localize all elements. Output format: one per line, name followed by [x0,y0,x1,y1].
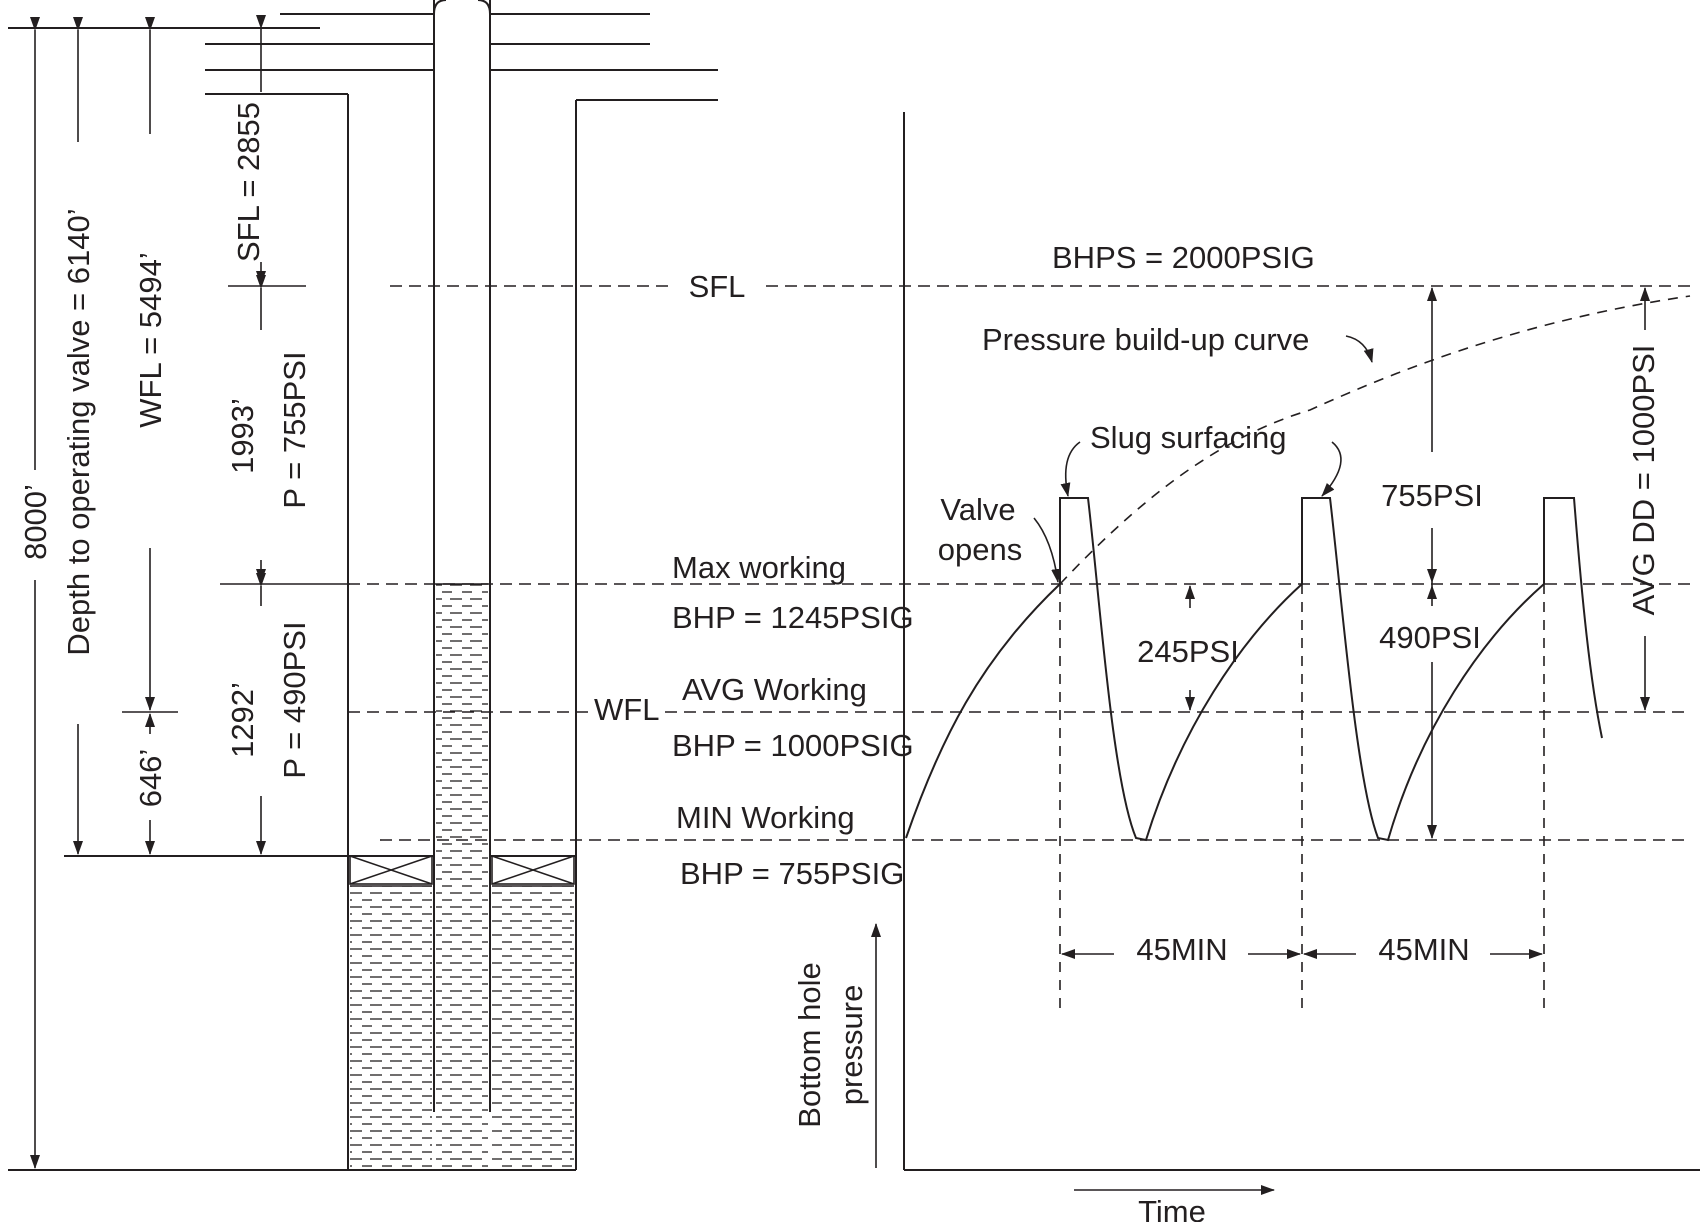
avg-working-bhp: BHP = 1000PSIG [672,728,914,763]
pressure-chart [871,112,1700,1195]
max-working-bhp: BHP = 1245PSIG [672,600,914,635]
cycle-1-label: 45MIN [1136,932,1227,967]
max-working-label: Max working [672,550,846,585]
min-working-label: MIN Working [676,800,855,835]
sfl-label: SFL [689,269,746,304]
psi-755-label: 755PSI [1381,478,1483,513]
lower-column-pressure: P = 490PSI [277,621,312,778]
pressure-buildup-curve [1059,295,1691,585]
tubing-fluid-bottom [436,1112,488,1168]
casing-fluid-right [492,886,574,1168]
avg-drawdown-label: AVG DD = 1000PSI [1626,345,1661,616]
wfl-depth-label: WFL = 5494’ [133,252,168,427]
valve-opens-label-1: Valve [940,492,1015,527]
packer-right [491,855,575,885]
bhps-label: BHPS = 2000PSIG [1052,240,1315,275]
min-working-bhp: BHP = 755PSIG [680,856,904,891]
psi-490-label: 490PSI [1379,620,1481,655]
y-axis-label-2: pressure [834,985,869,1106]
tubing-fluid-column [436,584,488,1112]
slug-surfacing-label: Slug surfacing [1090,420,1286,455]
valve-below-wfl-label: 646’ [133,749,168,808]
upper-column-pressure: P = 755PSI [277,351,312,508]
valve-opens-label-2: opens [938,532,1022,567]
lower-column-height: 1292’ [225,682,260,758]
cycle-2-label: 45MIN [1378,932,1469,967]
wfl-label: WFL [594,692,659,727]
avg-working-label: AVG Working [682,672,867,707]
depth-dimensions [20,15,350,1169]
packer-left [349,855,433,885]
total-depth-label: 8000’ [18,484,53,560]
level-lines [348,285,1690,841]
casing-fluid [350,886,432,1168]
sfl-depth-label: SFL = 2855 [231,102,266,262]
upper-column-height: 1993’ [225,398,260,474]
wellbore [8,0,718,1171]
y-axis-label-1: Bottom hole [792,962,827,1127]
valve-depth-label: Depth to operating valve = 6140’ [61,208,96,655]
x-axis-label: Time [1138,1194,1206,1222]
buildup-curve-label: Pressure build-up curve [982,322,1309,357]
psi-245-label: 245PSI [1137,634,1239,669]
